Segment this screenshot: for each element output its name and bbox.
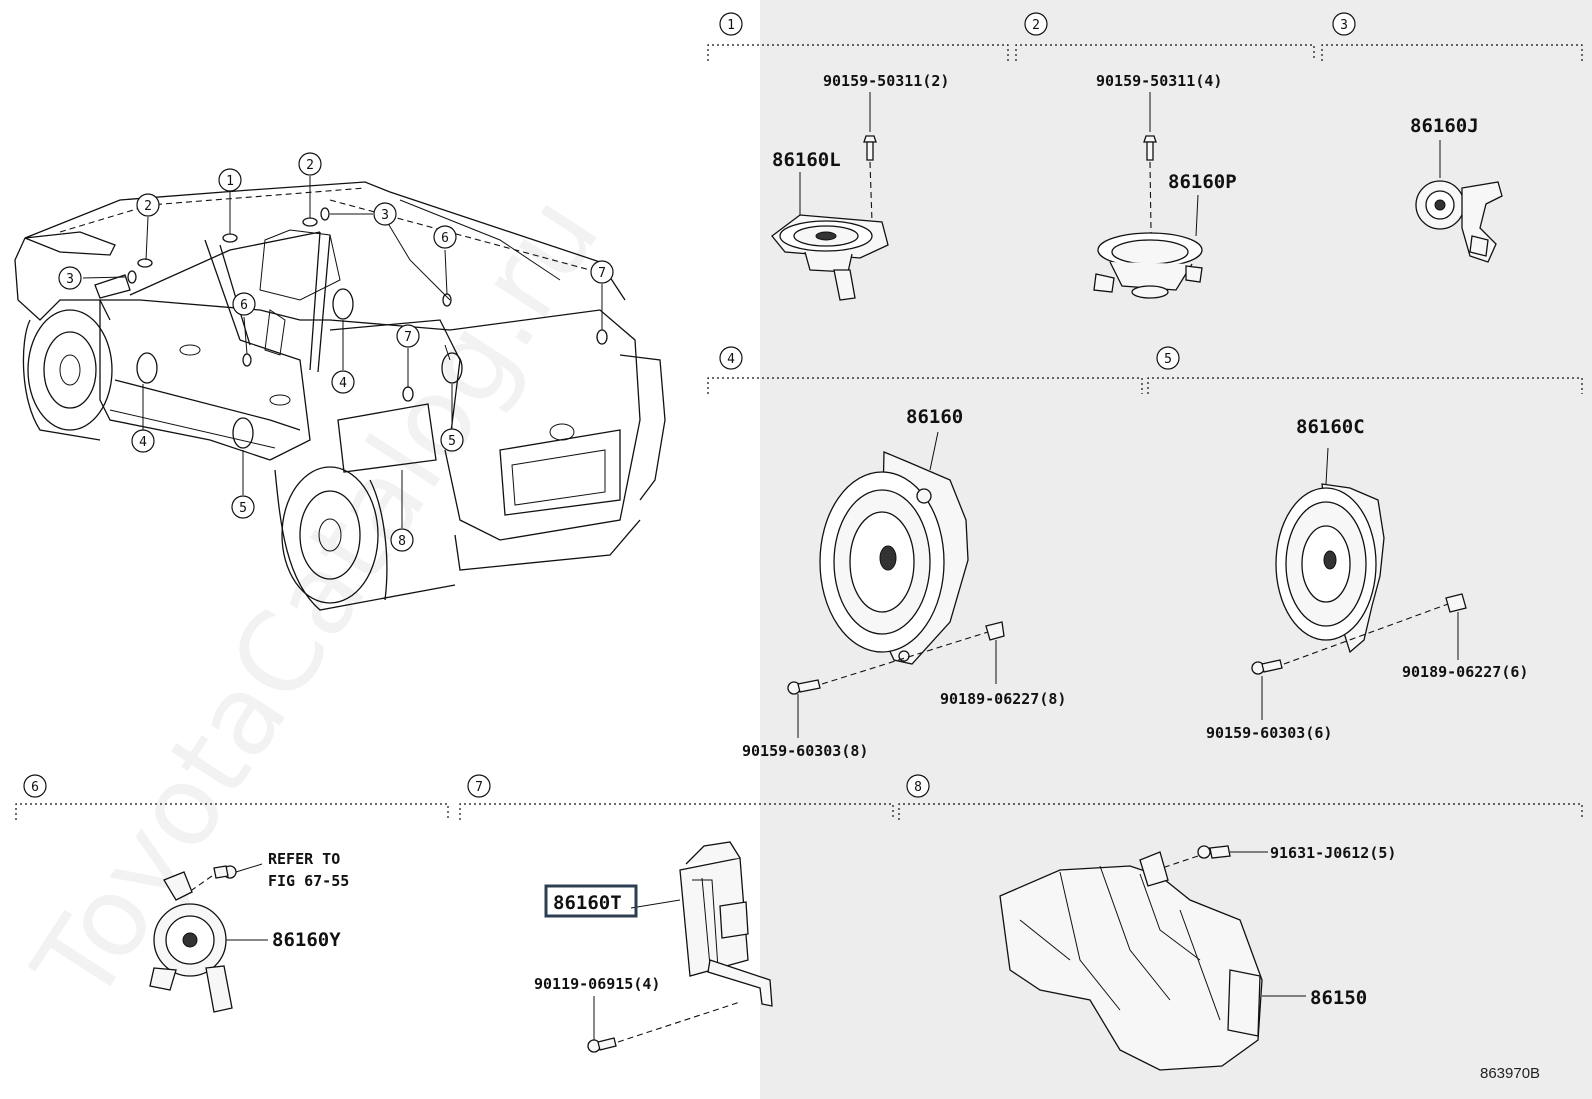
section-number-circle bbox=[467, 774, 491, 798]
section-number-circle bbox=[1332, 12, 1356, 36]
vehicle-callout-circle bbox=[433, 225, 457, 249]
vehicle-callout-number: 4 bbox=[139, 435, 147, 450]
label-s3-speaker: 86160J bbox=[1410, 115, 1479, 137]
section-number-circles: 1 2 3 4 5 6 7 8 bbox=[23, 12, 1356, 798]
section-bracket bbox=[707, 377, 1143, 394]
label-s2-speaker: 86160P bbox=[1168, 171, 1237, 193]
part-labels: 90159-50311(2) 86160L 90159-50311(4) 861… bbox=[268, 72, 1540, 1082]
vehicle-callout-number: 6 bbox=[441, 231, 449, 246]
vehicle-callout-number: 5 bbox=[239, 501, 247, 516]
vehicle-callout-circle bbox=[440, 428, 464, 452]
vehicle-callout-circle bbox=[373, 202, 397, 226]
vehicle-callout-circle bbox=[590, 260, 614, 284]
label-s2-bolt: 90159-50311(4) bbox=[1096, 72, 1222, 90]
section-bracket bbox=[15, 803, 449, 820]
section-bracket bbox=[1015, 44, 1315, 61]
highlight-box bbox=[544, 884, 638, 918]
vehicle-callout-number: 5 bbox=[448, 434, 456, 449]
vehicle-callout-number: 7 bbox=[404, 330, 412, 345]
section-1-parts bbox=[771, 92, 889, 301]
section-8-parts bbox=[999, 845, 1306, 1071]
vehicle-callout-circle bbox=[231, 495, 255, 519]
label-s7-bolt: 90119-06915(4) bbox=[534, 975, 660, 993]
section-bracket bbox=[707, 44, 1009, 61]
section-number: 5 bbox=[1164, 352, 1172, 367]
section-number: 3 bbox=[1340, 18, 1348, 33]
vehicle-callout-circle bbox=[218, 168, 242, 192]
label-s4-speaker: 86160 bbox=[906, 406, 963, 428]
vehicle-callout-number: 1 bbox=[226, 174, 234, 189]
section-number-circle bbox=[1156, 346, 1180, 370]
vehicle-illustration bbox=[14, 176, 666, 611]
section-number: 4 bbox=[727, 352, 735, 367]
section-4-parts bbox=[787, 431, 1005, 738]
section-number: 8 bbox=[914, 780, 922, 795]
section-bracket bbox=[1321, 44, 1583, 61]
label-s4-bolt: 90159-60303(8) bbox=[742, 742, 868, 760]
section-7-parts bbox=[587, 841, 773, 1053]
vehicle-callout-number: 8 bbox=[398, 534, 406, 549]
vehicle-callout-circle bbox=[131, 429, 155, 453]
vehicle-callout-number: 3 bbox=[66, 272, 74, 287]
section-6-parts bbox=[149, 863, 268, 1013]
vehicle-callout-circle bbox=[390, 528, 414, 552]
label-s5-nut: 90189-06227(6) bbox=[1402, 663, 1528, 681]
section-bracket bbox=[898, 803, 1583, 820]
section-number: 6 bbox=[31, 780, 39, 795]
label-s6-refer-line2: FIG 67-55 bbox=[268, 872, 349, 890]
section-number-circle bbox=[719, 346, 743, 370]
section-5-parts bbox=[1251, 447, 1467, 720]
section-number: 7 bbox=[475, 780, 483, 795]
figure-code: 863970B bbox=[1480, 1065, 1540, 1082]
vehicle-callout-number: 2 bbox=[306, 158, 314, 173]
label-s4-nut: 90189-06227(8) bbox=[940, 690, 1066, 708]
section-2-parts bbox=[1093, 92, 1203, 301]
section-number-circle bbox=[719, 12, 743, 36]
section-number: 2 bbox=[1032, 18, 1040, 33]
vehicle-callout-number: 2 bbox=[144, 199, 152, 214]
vehicle-callout-circle bbox=[298, 152, 322, 176]
vehicle-callout-circle bbox=[331, 370, 355, 394]
vehicle-callout-circle bbox=[136, 193, 160, 217]
vehicle-callout-number: 3 bbox=[381, 208, 389, 223]
label-s8-woofer: 86150 bbox=[1310, 987, 1367, 1009]
section-number: 1 bbox=[727, 18, 735, 33]
vehicle-callouts: 1 2 2 3 3 4 4 5 5 6 6 7 7 8 bbox=[58, 152, 614, 552]
vehicle-callout-circle bbox=[58, 266, 82, 290]
vehicle-callout-circle bbox=[396, 324, 420, 348]
label-s6-speaker: 86160Y bbox=[272, 929, 341, 951]
section-number-circle bbox=[23, 774, 47, 798]
section-number-circle bbox=[1024, 12, 1048, 36]
section-brackets bbox=[15, 44, 1583, 820]
section-bracket bbox=[459, 803, 894, 820]
vehicle-callout-number: 7 bbox=[598, 266, 606, 281]
label-s5-bolt: 90159-60303(6) bbox=[1206, 724, 1332, 742]
section-bracket bbox=[1147, 377, 1583, 394]
section-3-parts bbox=[1415, 140, 1503, 263]
label-s6-refer-line1: REFER TO bbox=[268, 850, 340, 868]
label-s1-bolt: 90159-50311(2) bbox=[823, 72, 949, 90]
label-s8-bolt: 91631-J0612(5) bbox=[1270, 844, 1396, 862]
label-s5-speaker: 86160C bbox=[1296, 416, 1365, 438]
section-number-circle bbox=[906, 774, 930, 798]
vehicle-callout-number: 4 bbox=[339, 376, 347, 391]
vehicle-callout-circle bbox=[232, 292, 256, 316]
vehicle-callout-number: 6 bbox=[240, 298, 248, 313]
label-s1-speaker: 86160L bbox=[772, 149, 841, 171]
label-s7-amp: 86160T bbox=[553, 892, 622, 914]
